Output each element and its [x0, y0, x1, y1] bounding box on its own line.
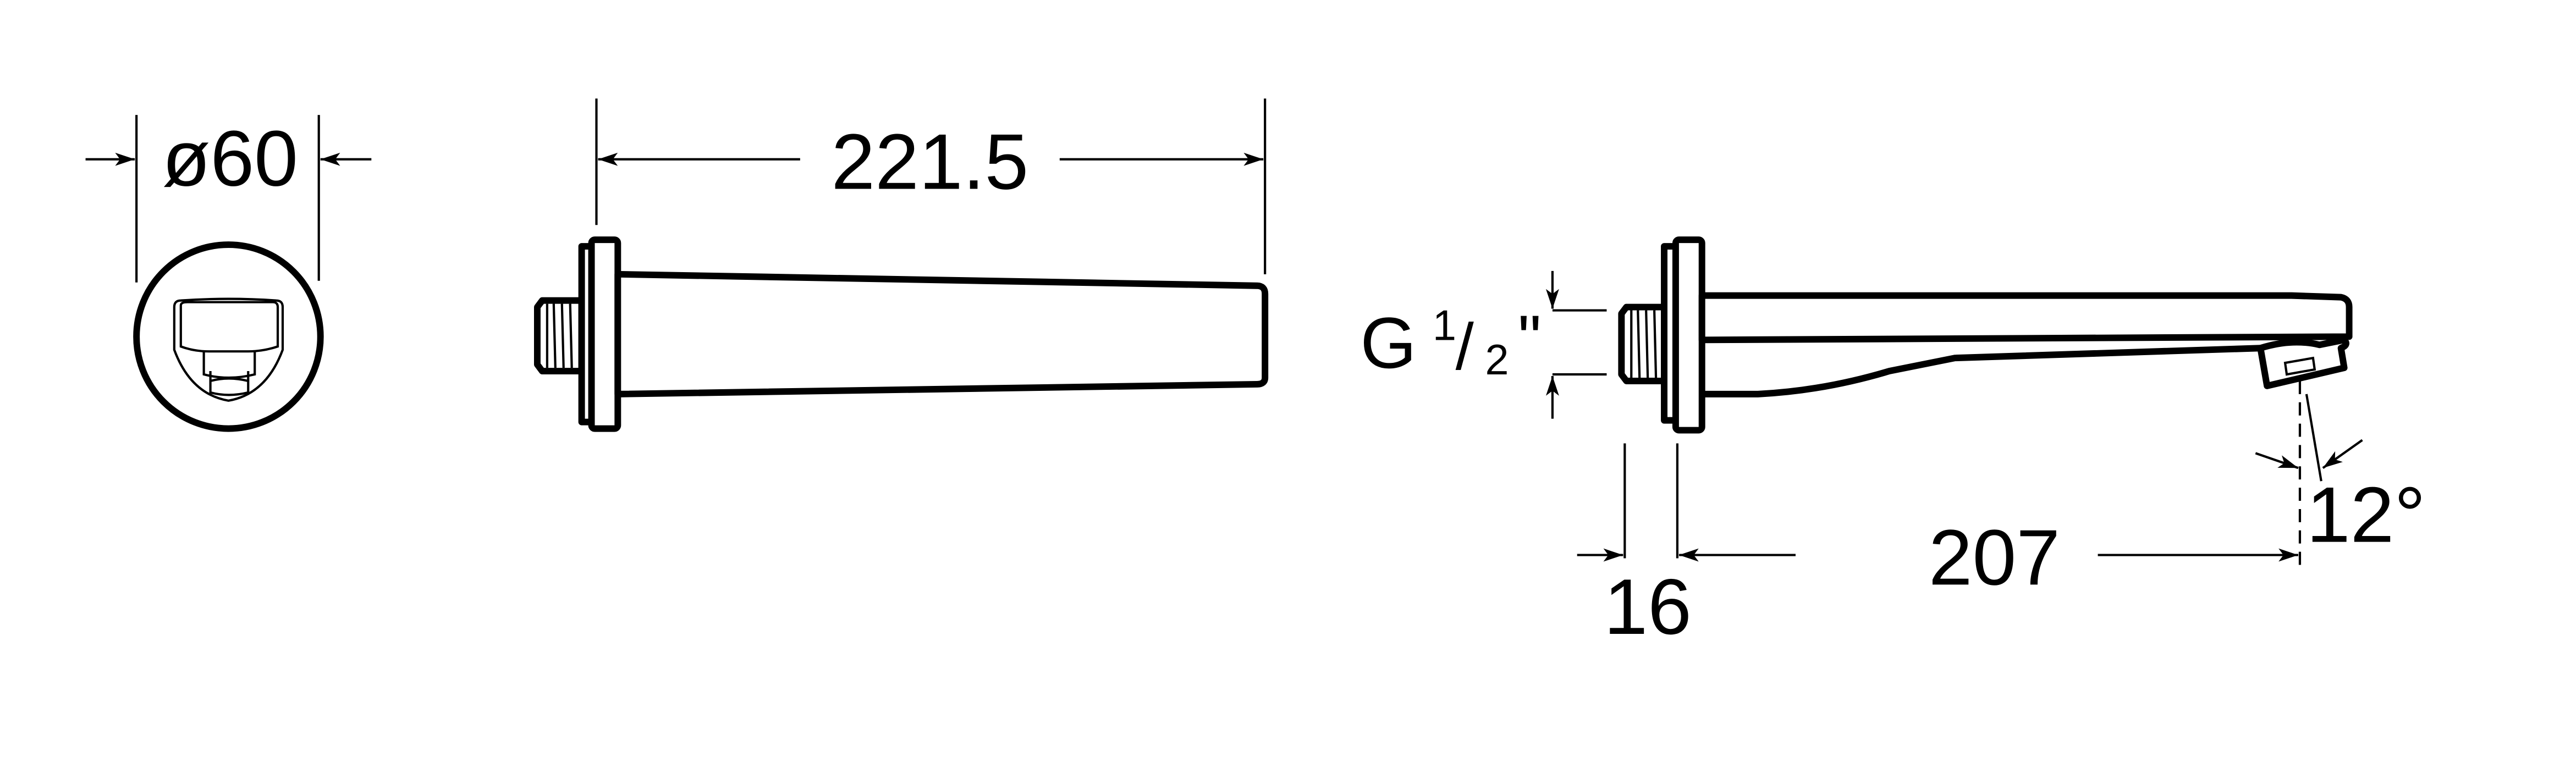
escutcheon-outline: [133, 241, 324, 432]
flange-front: [1672, 236, 1705, 434]
thread-lines: [546, 303, 573, 368]
spout-outlet-outline: [173, 297, 284, 402]
angle-arrow-right: [2322, 439, 2363, 469]
spout-body: [614, 270, 1269, 397]
svg-text:2: 2: [1485, 336, 1509, 384]
section-view: G 1 / 2 " 207 16 12°: [1360, 236, 2426, 651]
thread-connector: [533, 297, 585, 375]
svg-text:G: G: [1360, 302, 1416, 383]
thread-lines: [1630, 310, 1658, 378]
length-label: 221.5: [831, 118, 1028, 206]
spout-body-lower: [1702, 345, 2261, 397]
thread-label: G 1 / 2 ": [1360, 302, 1541, 384]
flange-front: [588, 236, 621, 432]
thread-connector: [1618, 303, 1667, 384]
outlet-inner: [179, 301, 279, 353]
aerator-slot: [2283, 356, 2316, 376]
projection-label: 207: [1929, 513, 2060, 601]
svg-text:1: 1: [1433, 302, 1456, 349]
diameter-label: ø60: [162, 115, 298, 203]
flange-label: 16: [1604, 563, 1691, 651]
svg-text:/: /: [1456, 311, 1474, 384]
side-view: 221.5: [533, 98, 1269, 432]
svg-text:": ": [1518, 302, 1541, 375]
angle-label: 12°: [2307, 471, 2426, 559]
angle-arrow-left: [2255, 452, 2299, 469]
front-view: ø60: [85, 115, 372, 432]
angle-line: [2305, 394, 2322, 482]
aerator: [202, 351, 256, 396]
spout-body-upper: [1698, 292, 2353, 344]
spout-outlet: [2257, 336, 2349, 389]
